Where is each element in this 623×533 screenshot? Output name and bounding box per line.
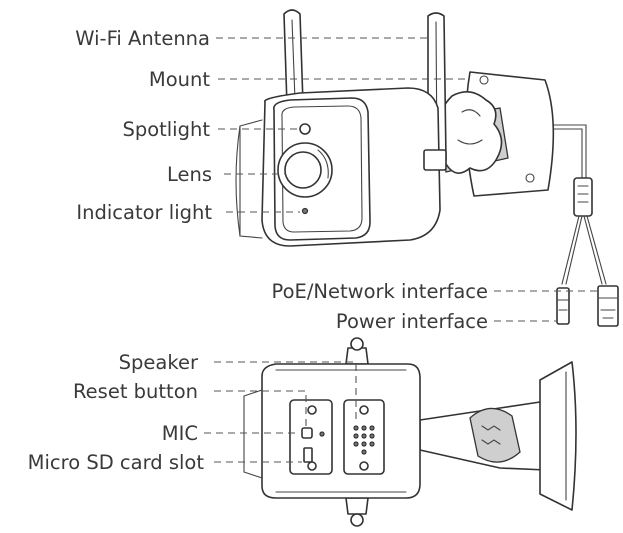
label-reset-button: Reset button: [73, 380, 198, 403]
spotlight-dot: [299, 123, 311, 135]
label-micro-sd-card-slot: Micro SD card slot: [28, 451, 205, 474]
power-connector: [556, 287, 570, 325]
label-mount: Mount: [149, 68, 210, 91]
side-camera-body: [261, 363, 421, 499]
labels: Wi-Fi Antenna Mount Spotlight Lens Indic…: [28, 27, 488, 474]
cable: [547, 124, 587, 179]
lens-inner: [284, 151, 322, 189]
speaker-grille: [353, 425, 375, 455]
label-indicator-light: Indicator light: [76, 201, 212, 224]
mic-hole: [319, 431, 325, 437]
reset-button-hole: [301, 427, 313, 439]
side-mount-knob: [469, 407, 521, 463]
leader-speaker: [214, 361, 357, 424]
leader-reset-button: [214, 390, 307, 428]
camera-front-view: [235, 9, 619, 327]
side-wall-plate: [539, 361, 577, 511]
indicator-light-dot: [301, 207, 309, 215]
label-lens: Lens: [167, 163, 212, 186]
label-speaker: Speaker: [119, 351, 199, 374]
mount-knob: [436, 91, 503, 174]
leader-lines: [204, 37, 598, 463]
label-mic: MIC: [162, 422, 198, 445]
micro-sd-slot: [303, 447, 313, 463]
camera-side-view: [243, 337, 577, 527]
label-power-interface: Power interface: [336, 310, 488, 333]
label-wifi-antenna: Wi-Fi Antenna: [75, 27, 210, 50]
cable-splitter: [573, 177, 593, 217]
label-spotlight: Spotlight: [122, 118, 210, 141]
bottom-screw-tab: [345, 497, 369, 515]
poe-network-connector: [597, 285, 619, 327]
label-poe-network-interface: PoE/Network interface: [272, 280, 488, 303]
